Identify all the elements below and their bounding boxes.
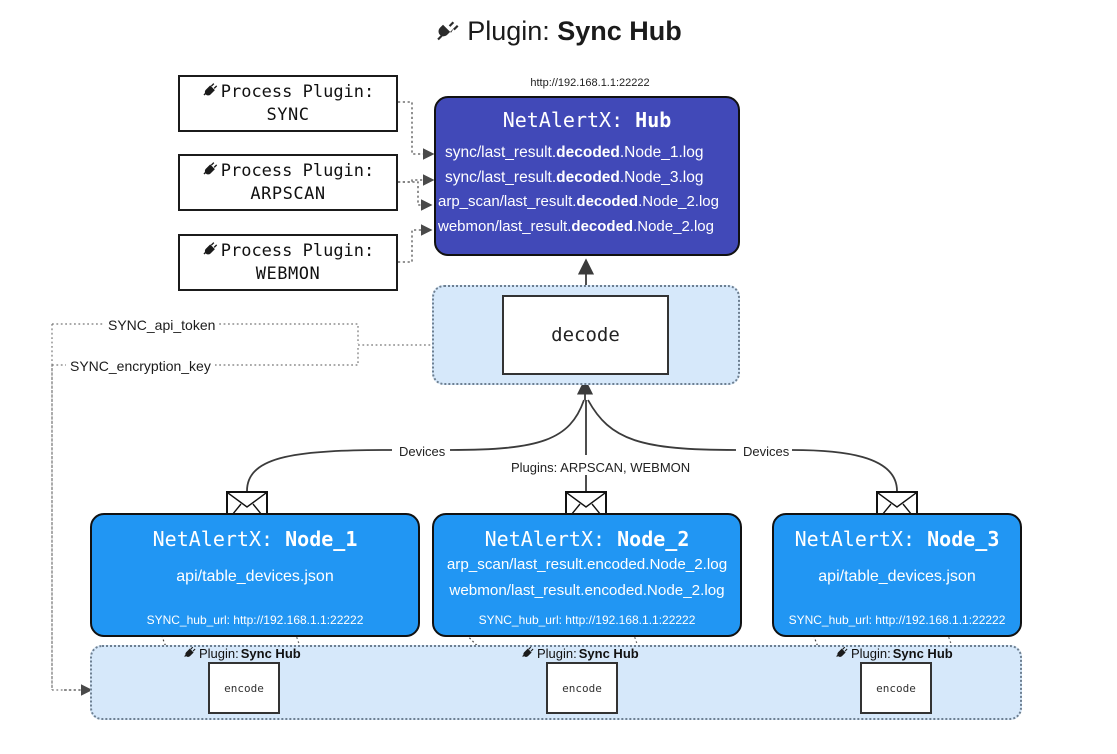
decode-box[interactable]: decode bbox=[502, 295, 669, 375]
node-title: NetAlertX: Node_2 bbox=[485, 527, 690, 551]
node-title: NetAlertX: Node_3 bbox=[795, 527, 1000, 551]
node-title-prefix: NetAlertX: bbox=[484, 527, 606, 551]
plug-icon bbox=[183, 645, 197, 662]
node-title-name: Node_3 bbox=[927, 527, 1000, 551]
log-pre: sync/last_result. bbox=[445, 144, 557, 161]
node-line: api/table_devices.json bbox=[818, 568, 976, 585]
log-post: .Node_3.log bbox=[619, 169, 704, 187]
plug-icon bbox=[202, 240, 219, 264]
hub-log-line: webmon/last_result.decoded.Node_2.log bbox=[436, 215, 738, 239]
plug-icon bbox=[521, 645, 535, 662]
encoder-plugin-prefix: Plugin: bbox=[199, 646, 239, 661]
log-pre: arp_scan/last_result. bbox=[438, 193, 577, 211]
plug-icon bbox=[202, 160, 219, 184]
encoder-plugin-name: Sync Hub bbox=[892, 646, 953, 661]
node-box-node-1[interactable]: NetAlertX: Node_1 api/table_devices.json… bbox=[90, 513, 420, 637]
encoder-plugin-label: Plugin: Sync Hub bbox=[835, 645, 953, 662]
sync-api-token-label: SYNC_api_token bbox=[104, 317, 220, 333]
sync-encryption-key-label: SYNC_encryption_key bbox=[66, 358, 215, 374]
plugin-line2: SYNC bbox=[266, 104, 310, 125]
node-hub-url: SYNC_hub_url: http://192.168.1.1:22222 bbox=[146, 613, 364, 627]
log-mid: decoded bbox=[576, 193, 639, 211]
hub-title-prefix: NetAlertX: bbox=[502, 108, 624, 132]
plugin-line2: WEBMON bbox=[255, 263, 321, 284]
hub-title-name: Hub bbox=[635, 108, 672, 132]
encoder-plugin-name: Sync Hub bbox=[578, 646, 639, 661]
encode-box[interactable]: encode bbox=[208, 662, 280, 714]
node-title-prefix: NetAlertX: bbox=[794, 527, 916, 551]
hub-title: NetAlertX: Hub bbox=[436, 108, 738, 132]
hub-log-line: arp_scan/last_result.decoded.Node_2.log bbox=[436, 190, 738, 214]
encoder-plugin-prefix: Plugin: bbox=[537, 646, 577, 661]
title-name: Sync Hub bbox=[557, 16, 682, 46]
log-post: .Node_2.log bbox=[638, 193, 719, 211]
process-plugin-arpscan-box[interactable]: Process Plugin: ARPSCAN bbox=[178, 154, 398, 211]
encoder-plugin-name: Sync Hub bbox=[240, 646, 301, 661]
node-title-name: Node_1 bbox=[285, 527, 358, 551]
plugin-line1: Process Plugin: bbox=[220, 81, 375, 102]
node-line: arp_scan/last_result.encoded.Node_2.log bbox=[446, 556, 728, 573]
node-hub-url: SYNC_hub_url: http://192.168.1.1:22222 bbox=[788, 613, 1006, 627]
plug-icon bbox=[202, 81, 219, 105]
node-hub-url: SYNC_hub_url: http://192.168.1.1:22222 bbox=[478, 613, 696, 627]
log-mid: decoded bbox=[571, 217, 634, 235]
plug-icon bbox=[835, 645, 849, 662]
log-pre: webmon/last_result. bbox=[438, 217, 572, 235]
log-mid: decoded bbox=[556, 144, 620, 161]
hub-log-line: sync/last_result.decoded.Node_3.log bbox=[436, 165, 738, 190]
encode-box[interactable]: encode bbox=[546, 662, 618, 714]
plug-icon bbox=[435, 18, 461, 51]
title-prefix: Plugin: bbox=[467, 16, 550, 46]
node-line: webmon/last_result.encoded.Node_2.log bbox=[449, 581, 725, 599]
edge-label-devices-left: Devices bbox=[396, 444, 449, 459]
plugin-line1: Process Plugin: bbox=[220, 160, 375, 181]
hub-url-label: http://192.168.1.1:22222 bbox=[530, 77, 650, 89]
encoder-plugin-prefix: Plugin: bbox=[851, 646, 891, 661]
node-title-prefix: NetAlertX: bbox=[152, 527, 274, 551]
log-post: .Node_1.log bbox=[619, 144, 704, 161]
log-post: .Node_2.log bbox=[633, 217, 714, 235]
node-line: api/table_devices.json bbox=[176, 568, 334, 585]
node-box-node-3[interactable]: NetAlertX: Node_3 api/table_devices.json… bbox=[772, 513, 1022, 637]
hub-node-box[interactable]: NetAlertX: Hub sync/last_result.decoded.… bbox=[434, 96, 740, 256]
log-pre: sync/last_result. bbox=[445, 169, 557, 187]
process-plugin-webmon-box[interactable]: Process Plugin: WEBMON bbox=[178, 234, 398, 291]
log-mid: decoded bbox=[556, 169, 620, 187]
page-title: Plugin: Sync Hub bbox=[0, 16, 1117, 51]
encoder-plugin-label: Plugin: Sync Hub bbox=[183, 645, 301, 662]
plugin-line2: ARPSCAN bbox=[250, 183, 326, 204]
node-box-node-2[interactable]: NetAlertX: Node_2 arp_scan/last_result.e… bbox=[432, 513, 742, 637]
process-plugin-sync-box[interactable]: Process Plugin: SYNC bbox=[178, 75, 398, 132]
hub-log-line: sync/last_result.decoded.Node_1.log bbox=[436, 140, 738, 165]
encode-box[interactable]: encode bbox=[860, 662, 932, 714]
node-title: NetAlertX: Node_1 bbox=[153, 527, 358, 551]
encoder-plugin-label: Plugin: Sync Hub bbox=[521, 645, 639, 662]
edge-label-devices-right: Devices bbox=[740, 444, 793, 459]
edge-label-plugins: Plugins: ARPSCAN, WEBMON bbox=[508, 460, 694, 475]
plugin-line1: Process Plugin: bbox=[220, 240, 375, 261]
node-title-name: Node_2 bbox=[617, 527, 690, 551]
